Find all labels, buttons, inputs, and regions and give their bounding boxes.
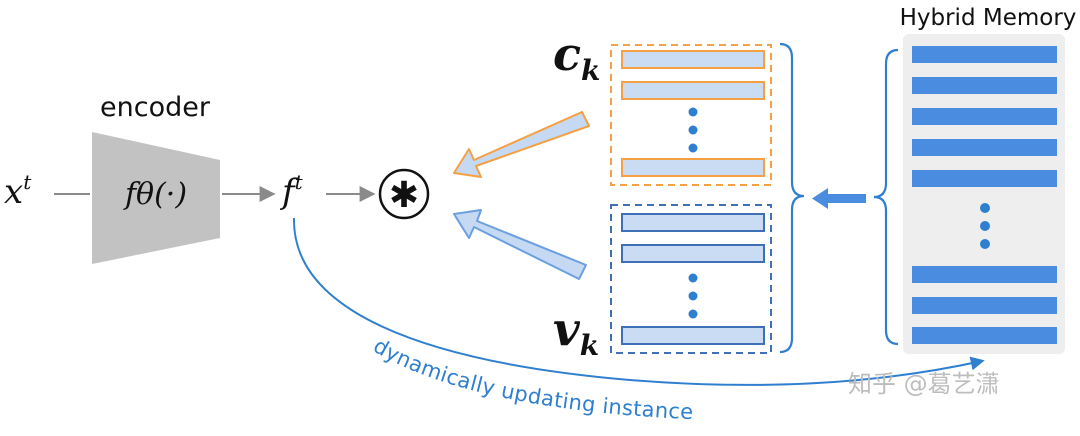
memory-ellipsis-dot [980,221,990,231]
instance-ellipsis-dot [688,309,698,319]
watermark: 知乎 @葛艺潇 [848,370,1000,398]
instance-to-operator-arrow [453,209,587,280]
centroid-ellipsis-dot [688,143,698,153]
instance-bar [621,326,765,345]
memory-bar [912,327,1057,344]
memory-bar [912,266,1057,283]
instance-box [610,204,772,354]
memory-bar [912,170,1057,187]
memory-to-brace-arrow [812,188,866,209]
centroid-bar [621,81,765,100]
memory-brace [873,48,899,346]
operator-circle [378,168,430,220]
operator-symbol: ✱ [389,175,419,216]
centroid-bar [621,158,765,177]
instance-ellipsis-dot [688,273,698,283]
encoder-trapezoid [92,132,220,264]
memory-ellipsis-dot [980,239,990,249]
instance-bar [621,244,765,263]
memory-bar [912,46,1057,63]
memory-bar [912,108,1057,125]
centroid-ellipsis-dot [688,125,698,135]
centroid-ellipsis-dot [688,107,698,117]
instance-label: vk [553,302,599,362]
memory-bar [912,297,1057,314]
feature-label: ft [279,170,304,212]
centroid-box [610,44,772,186]
memory-bar [912,139,1057,156]
encoder-function: fθ(·) [123,177,187,212]
instance-bar [621,213,765,232]
curve-label: dynamically updating instance [369,334,694,425]
combine-brace [779,42,805,354]
update-curve [292,217,985,386]
encoder-title: encoder [100,92,211,123]
memory-title: Hybrid Memory [900,5,1077,31]
centroid-label: ck [553,27,600,87]
input-label: xt [4,170,32,212]
instance-ellipsis-dot [688,291,698,301]
memory-bar [912,77,1057,94]
centroid-bar [621,50,765,69]
centroid-to-operator-arrow [453,111,590,178]
memory-ellipsis-dot [980,203,990,213]
